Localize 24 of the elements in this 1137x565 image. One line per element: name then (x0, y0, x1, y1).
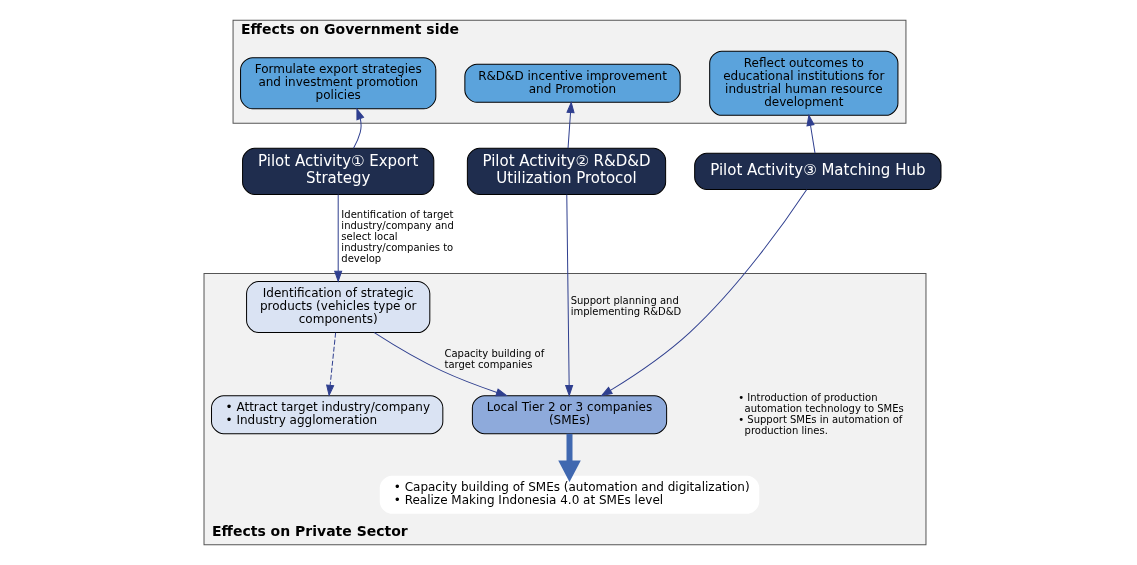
node-box: Identification of strategic products (vehicles type or components) (246, 281, 431, 334)
arrow (566, 102, 575, 149)
node-box: R&D&D incentive improvement and Promotion (464, 63, 681, 103)
arrow (373, 332, 507, 397)
arrow (558, 433, 581, 482)
node-box: Formulate export strategies and investment promotion policies (240, 57, 437, 110)
node-label: • Support SMEs in automation of production lines. (738, 413, 903, 436)
node-box: Pilot Activity③ Matching Hub (694, 152, 942, 190)
arrow (334, 193, 343, 282)
edge-label: Capacity building of target companies (444, 347, 545, 370)
arrow (353, 108, 365, 149)
arrow (565, 194, 574, 396)
node-box: Pilot Activity② R&D&D Utilization Protocol (466, 147, 667, 195)
arrow (326, 332, 337, 396)
node-box: • Attract target industry/company • Industry agglomeration (211, 395, 444, 435)
node-box: Pilot Activity① Export Strategy (242, 147, 435, 195)
node-box: Local Tier 2 or 3 companies (SMEs) (471, 395, 668, 435)
node-label: • Introduction of production automation technology to SMEs (738, 391, 904, 414)
edge-label: Support planning and implementing R&D&D (570, 295, 682, 318)
edge-label: Identification of target industry/company and select local industry/companies to develop (341, 209, 454, 265)
arrow (806, 114, 816, 154)
node-box: Reflect outcomes to educational institutions for industrial human resource development (709, 50, 899, 116)
node-box: • Capacity building of SMEs (automation and digitalization) • Realize Making Indonesia 4.0 at SMEs level (379, 475, 760, 514)
arrow (601, 189, 808, 397)
